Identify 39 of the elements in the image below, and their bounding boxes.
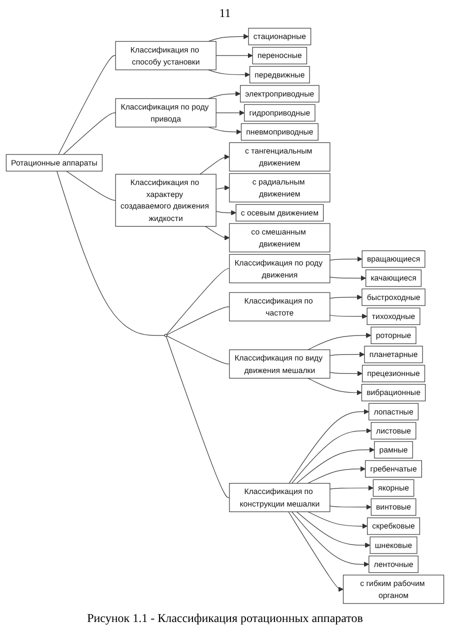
arrow: [296, 447, 375, 484]
arrow: [208, 91, 241, 100]
arrow: [288, 512, 344, 592]
arrow: [208, 126, 242, 135]
connector: [56, 170, 165, 336]
arrow: [308, 466, 366, 484]
arrow: [330, 485, 374, 491]
arrow: [308, 512, 368, 529]
figure-caption: Рисунок 1.1 - Классификация ротационных аппаратов: [87, 611, 363, 626]
arrow: [330, 371, 363, 376]
arrow: [288, 409, 370, 484]
arrow: [216, 185, 230, 191]
page-number: 11: [219, 6, 231, 21]
arrow: [296, 512, 370, 548]
arrow: [308, 332, 372, 350]
connector: [66, 170, 116, 201]
arrow: [330, 256, 362, 262]
arrow: [208, 70, 250, 78]
connector: [166, 268, 230, 335]
arrow: [292, 428, 372, 484]
connector: [58, 55, 116, 155]
connector: [166, 306, 230, 336]
arrow: [292, 512, 370, 568]
arrow: [330, 276, 366, 281]
arrow: [200, 154, 230, 175]
arrow: [216, 110, 245, 116]
arrow: [208, 34, 249, 42]
connector: [63, 112, 116, 155]
arrow: [330, 504, 372, 510]
node-circle: [164, 334, 168, 338]
connector: [166, 336, 230, 498]
arrow: [216, 53, 253, 58]
arrow: [330, 294, 362, 300]
arrow: [308, 378, 362, 396]
arrow: [330, 314, 368, 320]
arrow: [216, 210, 236, 216]
arrow: [330, 352, 365, 358]
connector: [166, 336, 230, 364]
arrow: [205, 226, 230, 241]
